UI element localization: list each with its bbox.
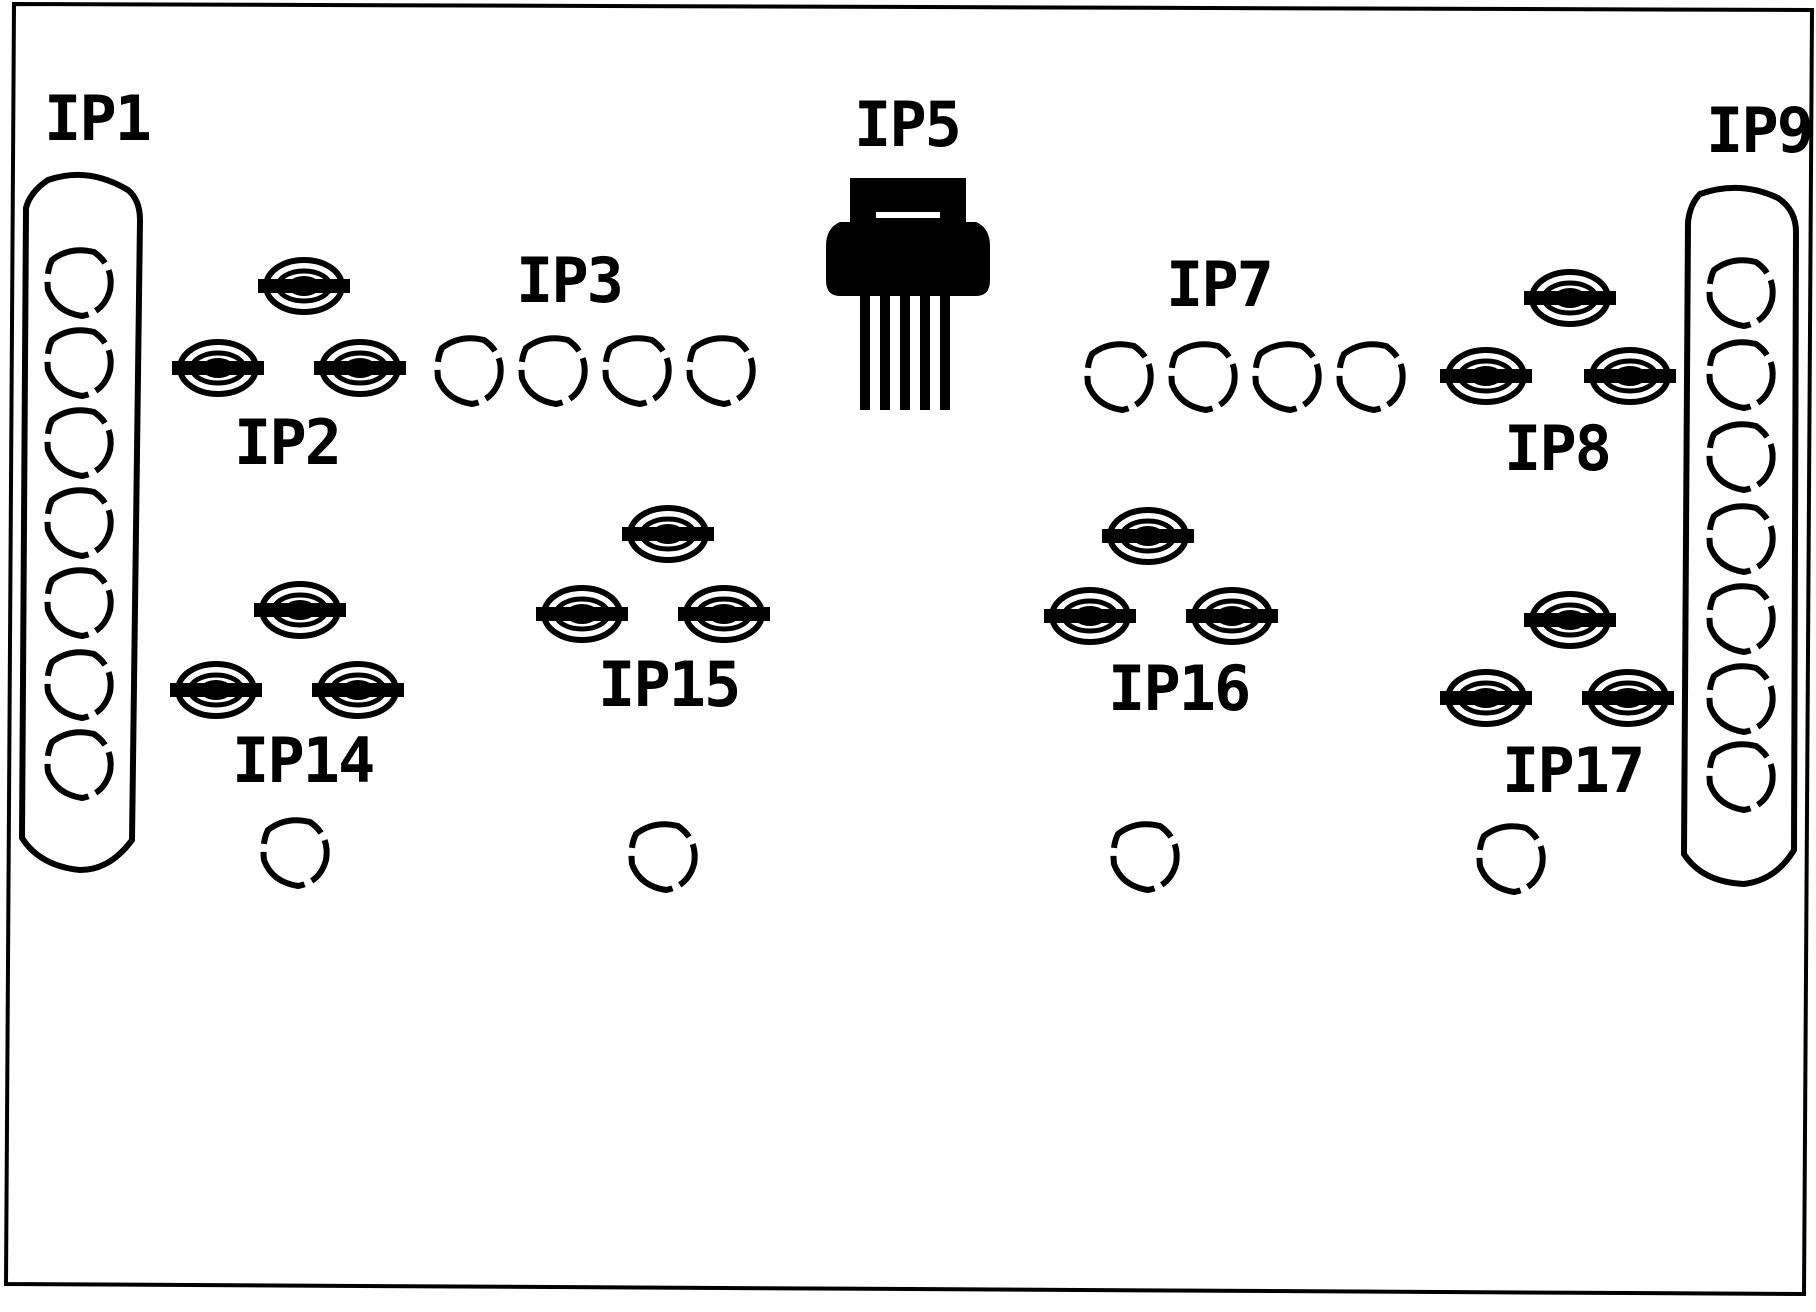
board-outline [3,1,1815,1297]
label-ip15: IP15 [598,648,739,721]
header-ip7 [1088,344,1403,410]
label-ip8: IP8 [1504,412,1610,485]
label-ip9: IP9 [1706,94,1812,167]
label-ip5: IP5 [854,88,960,161]
label-ip1: IP1 [44,82,150,155]
transistor-ip16 [1044,510,1278,642]
transistor-ip8 [1440,272,1676,402]
label-ip16: IP16 [1108,652,1249,725]
transistor-ip15 [536,508,770,640]
connector-ip1 [18,171,144,874]
connector-ip9 [1680,184,1800,888]
header-ip3 [438,338,753,404]
transistor-ip14 [170,584,404,716]
label-ip7: IP7 [1166,248,1272,321]
label-ip17: IP17 [1502,734,1643,807]
label-ip3: IP3 [516,244,622,317]
transistor-ip17 [1440,594,1674,724]
mounting-pads [264,820,1543,892]
label-ip2: IP2 [234,406,340,479]
regulator-ip5 [826,178,990,410]
transistor-ip2 [172,260,406,394]
label-ip14: IP14 [232,724,373,797]
